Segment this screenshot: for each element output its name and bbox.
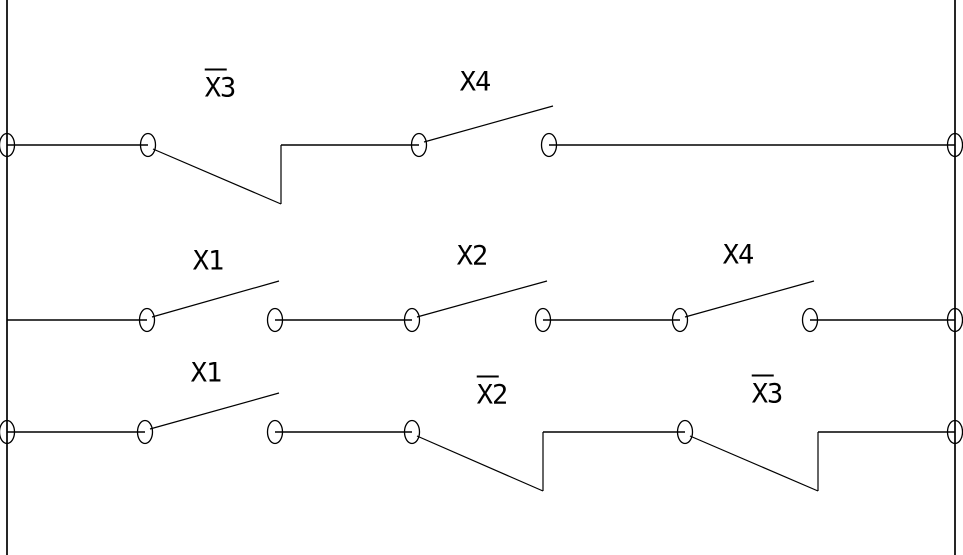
rung-2-contact-x4-blade — [684, 280, 815, 318]
rung-2-contact-x1-blade — [151, 280, 280, 318]
rung-2-contact-x2-label: X2 — [456, 240, 489, 272]
rung-2-contact-x4-terminal-left — [671, 307, 689, 333]
contact-label-text: X4 — [459, 66, 492, 98]
rung-2-contact-x1-terminal-left — [138, 307, 156, 333]
rung-3-contact-x3-terminal-left — [676, 419, 694, 445]
rung-3-contact-x1-terminal-left — [136, 419, 154, 445]
rung-3-contact-x1-label: X1 — [190, 357, 223, 389]
negation-overbar — [751, 374, 774, 377]
rung-3-contact-x3-label: X3 — [751, 374, 784, 410]
rung-2-contact-x2-terminal-left — [403, 307, 421, 333]
rung-1-contact-x4-terminal-left — [410, 132, 428, 158]
rung-1-contact-x4-label: X4 — [459, 66, 492, 98]
rung-2-contact-x1-label: X1 — [192, 245, 225, 277]
rung-3-contact-x1-blade — [149, 392, 280, 430]
negation-overbar — [476, 375, 499, 378]
rung-2-contact-x2-blade — [416, 280, 548, 318]
contact-label-text: X2 — [456, 240, 489, 272]
contact-label-text: X2 — [476, 379, 509, 411]
rung-3-contact-x2-terminal-left — [403, 419, 421, 445]
contact-label-text: X3 — [204, 72, 237, 104]
rung-1-contact-x3-label: X3 — [204, 68, 237, 104]
rung-1-contact-x3-terminal-left — [139, 132, 157, 158]
rung-3-contact-x2-label: X2 — [476, 375, 509, 411]
rung-1-contact-x4-blade — [423, 105, 554, 143]
rung-2-contact-x4-label: X4 — [722, 239, 755, 271]
contact-label-text: X3 — [751, 378, 784, 410]
rung-3-contact-x2-blade — [416, 435, 544, 492]
contact-label-text: X1 — [192, 245, 225, 277]
negation-overbar — [204, 68, 227, 71]
contact-label-text: X1 — [190, 357, 223, 389]
rung-1-left-rail-node — [0, 132, 16, 158]
contact-label-text: X4 — [722, 239, 755, 271]
rung-1-contact-x3-blade — [152, 148, 282, 205]
rung-3-contact-x3-blade — [689, 435, 819, 492]
rung-3-left-rail-node — [0, 419, 16, 445]
